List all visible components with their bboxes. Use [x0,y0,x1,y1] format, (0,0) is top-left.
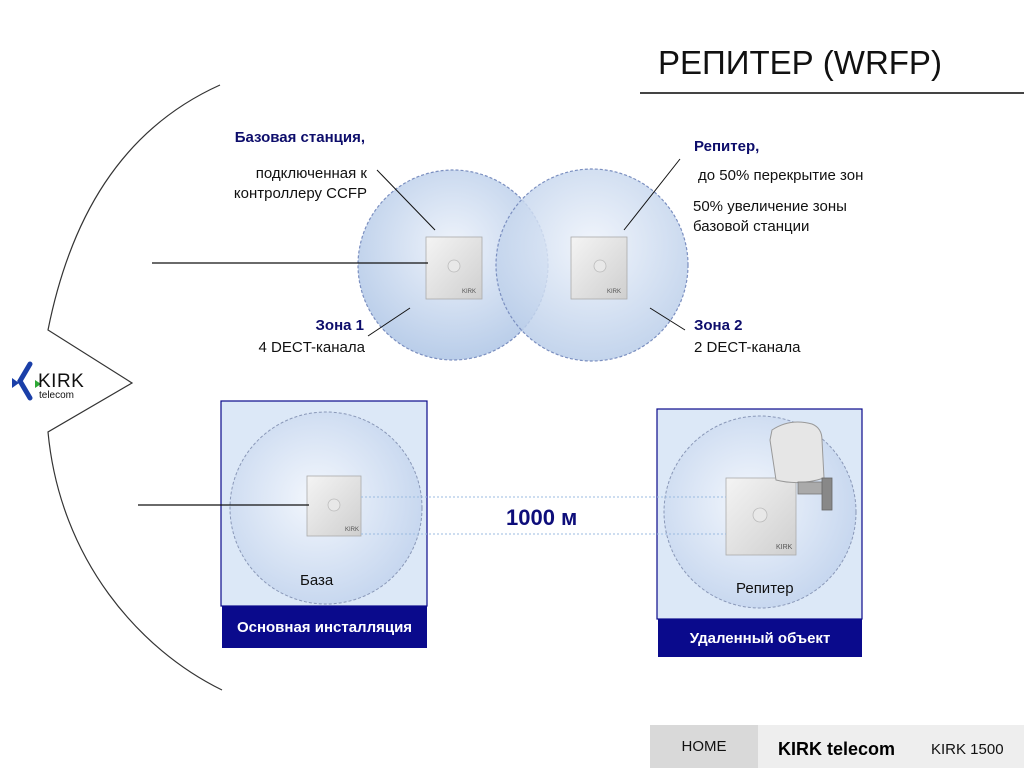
zone1-leader [367,307,411,337]
base-station-desc-line2: контроллеру CCFP [233,185,367,202]
repeater-leader [623,158,681,231]
zone2-label: Зона 2 [694,317,743,334]
remote-repeater-brand: KIRK [776,544,793,551]
logo-chevron-icon [17,361,33,401]
repeater-line2: 50% увеличение зоны [693,198,847,215]
logo-subtitle: telecom [39,390,75,401]
decorative-arc [47,84,223,691]
main-base-label: База [300,572,334,589]
repeater-line3: базовой станции [693,218,810,235]
remote-repeater-led [752,507,768,523]
distance-label: 1000 м [506,505,578,530]
zone2-channels: 2 DECT-канала [694,339,801,356]
main-base-led [327,498,341,512]
base-station-brand: KIRK [462,289,477,295]
zone1-channels: 4 DECT-канала [258,339,365,356]
footer-band [758,725,1024,768]
repeater-line1: до 50% перекрытие зон [698,167,864,184]
base-station-heading: Базовая станция, [234,129,365,146]
antenna-unit [769,421,825,484]
remote-repeater-label: Репитер [736,580,794,597]
remote-site-caption: Удаленный объект [658,619,862,657]
main-base-brand: KIRK [345,527,360,533]
base-station-leader [376,169,436,231]
title-divider [640,92,1024,94]
logo-green-arrow-icon [35,380,41,388]
home-button[interactable]: HOME [650,725,758,768]
base-station-desc-line1: подключенная к [255,165,367,182]
repeater-led [593,259,607,273]
zone2-leader [649,307,686,331]
base-station-led [447,259,461,273]
zone1-label: Зона 1 [315,317,364,334]
footer-product: KIRK 1500 [931,741,1004,758]
repeater-brand: KIRK [607,289,622,295]
logo-name: KIRK [38,371,85,392]
main-install-caption: Основная инсталляция [222,606,427,648]
logo-arrow-icon [12,378,19,388]
repeater-heading: Репитер, [694,138,760,155]
page-title: РЕПИТЕР (WRFP) [658,44,942,81]
antenna-bracket [821,477,833,511]
footer-company: KIRK telecom [778,739,896,759]
